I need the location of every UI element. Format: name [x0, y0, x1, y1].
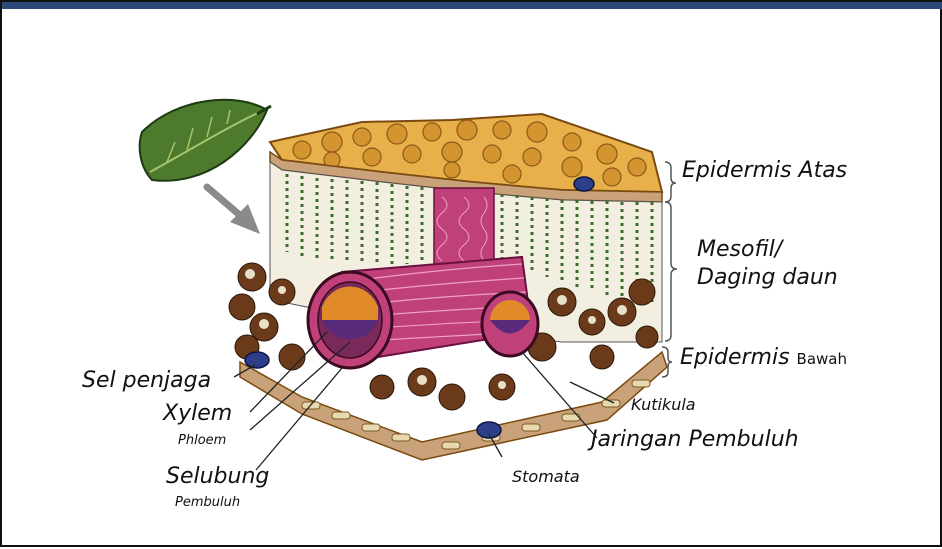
label-brackets [662, 162, 677, 377]
label-kutikula: Kutikula [631, 397, 696, 413]
label-mesofil: Mesofil/ [697, 239, 782, 261]
leaf-block [229, 114, 667, 460]
label-daging-daun: Daging daun [697, 267, 838, 289]
label-epidermis-bawah: Epidermis Bawah [680, 347, 847, 369]
leaf-icon [140, 100, 271, 181]
label-phloem: Phloem [178, 434, 226, 447]
arrow-icon [207, 187, 260, 234]
label-epidermis-bawah-main: Epidermis [680, 345, 790, 370]
label-sel-penjaga: Sel penjaga [82, 370, 211, 392]
label-stomata: Stomata [512, 469, 580, 485]
label-pembuluh: Pembuluh [175, 496, 240, 509]
label-jaringan-pembuluh: Jaringan Pembuluh [591, 429, 799, 451]
label-epidermis-bawah-small: Bawah [797, 350, 847, 368]
label-epidermis-atas: Epidermis Atas [682, 160, 847, 182]
label-xylem: Xylem [163, 403, 232, 425]
label-selubung: Selubung [166, 466, 269, 488]
